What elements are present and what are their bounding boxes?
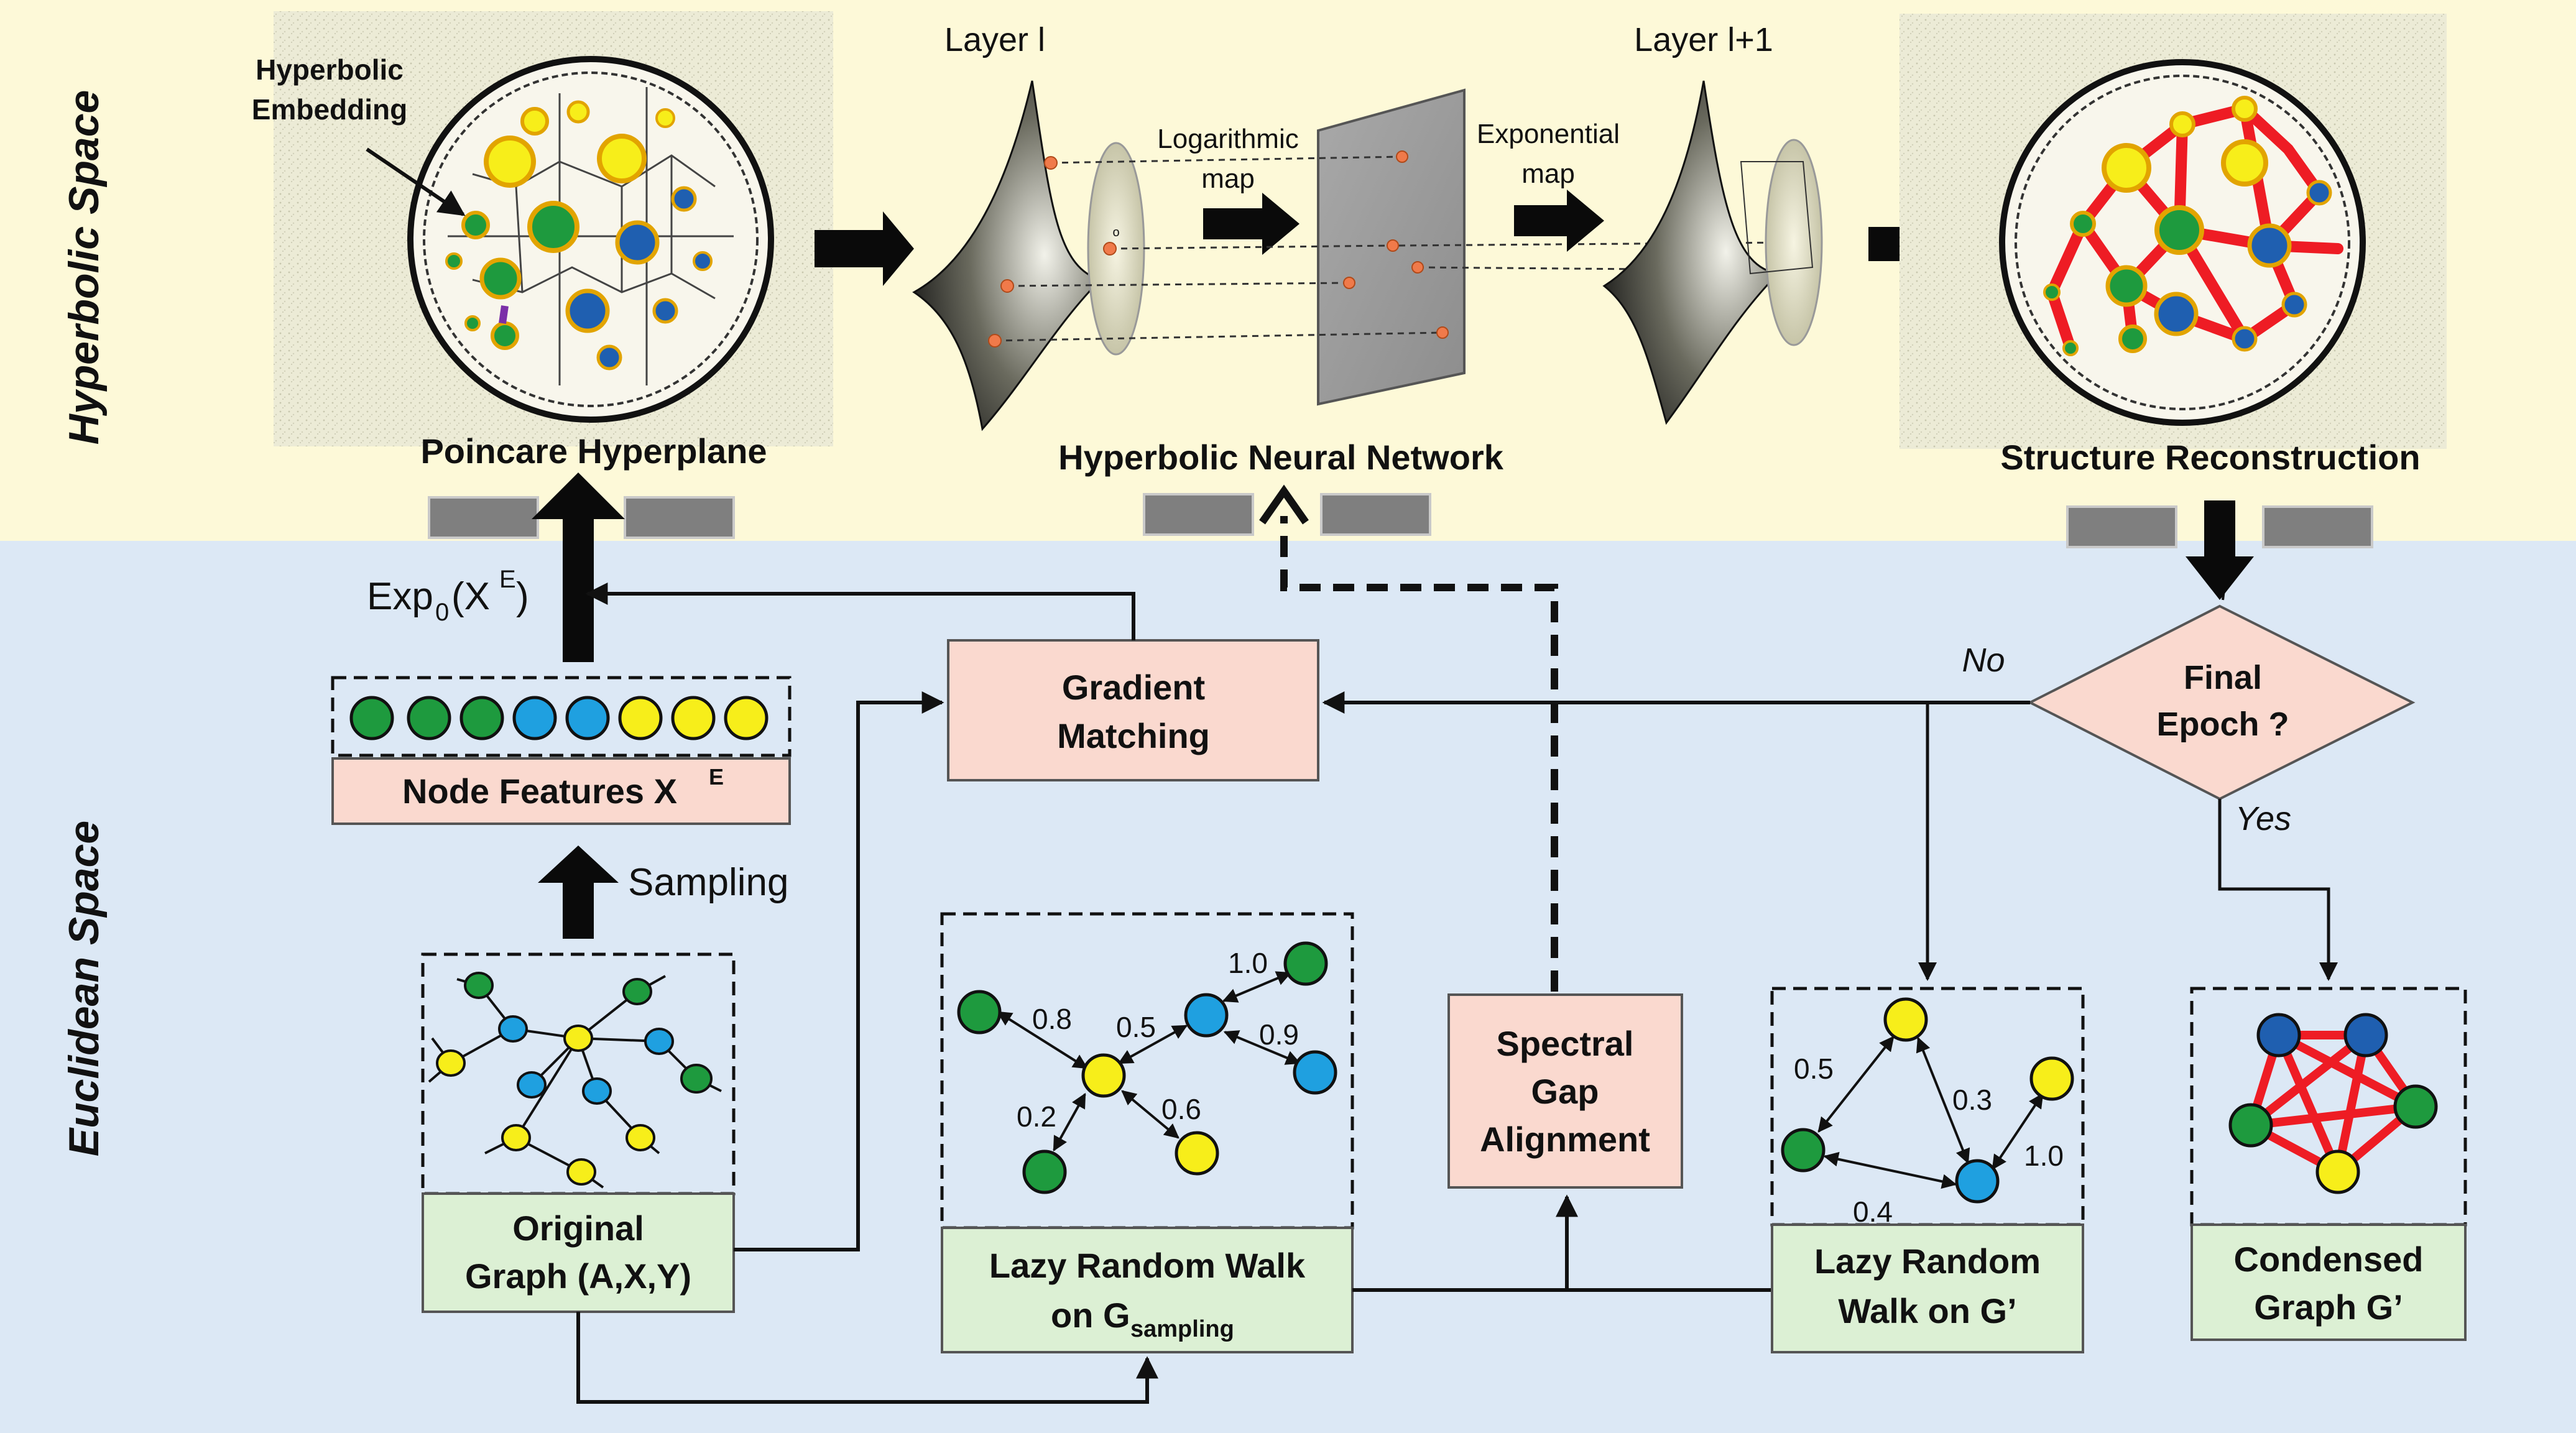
node-features-strip bbox=[331, 676, 792, 757]
weight-1: 1.0 bbox=[1228, 947, 1268, 979]
hnn-panel: Layer l o Logarithmic map bbox=[912, 21, 1823, 477]
original-graph-label-1: Original bbox=[512, 1209, 644, 1248]
g-weight-4: 0.4 bbox=[1853, 1196, 1893, 1228]
node-features-label: Node Features X bbox=[402, 772, 677, 811]
lrw-g-box bbox=[1771, 1223, 2084, 1353]
spectral-gap-box bbox=[1447, 993, 1683, 1189]
lrw-sampling-frame bbox=[940, 912, 1354, 1230]
final-epoch-label-2: Epoch ? bbox=[2157, 706, 2289, 743]
lrw-sampling-edges bbox=[996, 971, 1301, 1152]
lrw-g-weights: 0.5 0.3 1.0 0.4 bbox=[1794, 1053, 2064, 1228]
weight-3: 0.5 bbox=[1116, 1011, 1156, 1043]
exp-map-arrow bbox=[1514, 190, 1604, 252]
sampling-label: Sampling bbox=[628, 861, 788, 904]
final-epoch-label-1: Final bbox=[2184, 659, 2262, 696]
lrw-sampling-weights: 1.0 0.8 0.5 0.9 0.2 0.6 bbox=[1017, 947, 1299, 1133]
log-map-arrow bbox=[1203, 193, 1300, 255]
layer-l-label: Layer l bbox=[944, 21, 1045, 58]
tangent-plane-l1 bbox=[1765, 139, 1823, 346]
g-weight-1: 0.5 bbox=[1794, 1053, 1834, 1085]
weight-6: 0.6 bbox=[1161, 1093, 1201, 1125]
poincare-nodes bbox=[445, 100, 713, 371]
lrw-g-edges bbox=[1817, 1036, 2044, 1189]
lrw-g-label-2: Walk on G’ bbox=[1838, 1291, 2016, 1330]
log-map-label-1: Logarithmic bbox=[1157, 124, 1298, 154]
yes-line bbox=[2218, 799, 2338, 981]
lrw-g-label-1: Lazy Random bbox=[1814, 1242, 2041, 1281]
original-to-lrw-line bbox=[576, 1312, 1158, 1404]
weight-4: 0.9 bbox=[1259, 1018, 1299, 1051]
reconstruction-panel: Structure Reconstruction bbox=[1900, 14, 2447, 477]
condensed-nodes bbox=[2228, 1013, 2438, 1194]
hyperbolic-space-label: Hyperbolic Space bbox=[60, 90, 108, 445]
lrw-sampling-nodes bbox=[957, 941, 1337, 1194]
original-graph-nodes bbox=[436, 972, 713, 1186]
layer-l1-label: Layer l+1 bbox=[1634, 21, 1773, 58]
exp-map-formula: Exp 0 (X E ) bbox=[367, 566, 529, 626]
reconstructed-nodes bbox=[2043, 96, 2332, 356]
spectral-label-1: Spectral bbox=[1497, 1024, 1634, 1063]
log-map-label-2: map bbox=[1201, 164, 1255, 194]
spectral-label-3: Alignment bbox=[1480, 1120, 1650, 1159]
original-graph-label-2: Graph (A,X,Y) bbox=[465, 1256, 691, 1296]
node-features-sup: E bbox=[709, 764, 724, 790]
condensed-box bbox=[2191, 1223, 2467, 1341]
exp-map-label-2: map bbox=[1521, 159, 1575, 189]
condensed-label-1: Condensed bbox=[2234, 1240, 2424, 1279]
hyperbolic-embedding-label-2: Embedding bbox=[252, 93, 407, 126]
hnn-title: Hyperbolic Neural Network bbox=[1058, 438, 1504, 477]
svg-text:0: 0 bbox=[435, 599, 449, 626]
arrow-to-final-epoch bbox=[2186, 500, 2254, 600]
original-graph-box bbox=[422, 1192, 735, 1313]
svg-text:o: o bbox=[1112, 226, 1119, 239]
feature-nodes bbox=[349, 696, 769, 740]
g-weight-2: 0.3 bbox=[1952, 1084, 1992, 1116]
connector-tabs bbox=[428, 493, 2373, 548]
svg-text:Exp: Exp bbox=[367, 575, 433, 618]
no-label: No bbox=[1962, 642, 2005, 679]
gradient-matching-label-1: Gradient bbox=[1062, 668, 1205, 707]
g-weight-3: 1.0 bbox=[2024, 1140, 2064, 1172]
sampling-arrow bbox=[538, 846, 619, 939]
weight-2: 0.8 bbox=[1032, 1003, 1072, 1035]
poincare-title: Poincare Hyperplane bbox=[420, 431, 767, 471]
spectral-dashed-line bbox=[1280, 516, 1558, 992]
lrw-sampling-label-2: on G bbox=[1051, 1296, 1130, 1335]
node-features-box bbox=[331, 757, 791, 825]
lrw-g-nodes bbox=[1781, 997, 2074, 1204]
svg-text:E: E bbox=[499, 566, 516, 593]
lrw-sampling-box bbox=[941, 1227, 1354, 1353]
walks-to-spectral-line bbox=[1352, 1197, 1772, 1292]
reconstruction-title: Structure Reconstruction bbox=[2000, 438, 2420, 477]
arrow-to-hnn bbox=[815, 211, 914, 286]
weight-5: 0.2 bbox=[1017, 1100, 1056, 1133]
euclidean-space-label: Euclidean Space bbox=[60, 821, 108, 1156]
gradient-matching-box bbox=[947, 639, 1319, 781]
condensed-label-2: Graph G’ bbox=[2254, 1288, 2403, 1327]
spectral-dashed-arrowhead bbox=[1259, 484, 1309, 525]
yes-label: Yes bbox=[2235, 800, 2291, 837]
original-to-gradient-line bbox=[734, 691, 944, 1251]
arrow-up-to-poincare bbox=[532, 472, 625, 662]
gradient-matching-label-2: Matching bbox=[1057, 716, 1210, 755]
exp-map-label-1: Exponential bbox=[1477, 119, 1620, 149]
lrw-sampling-sub: sampling bbox=[1130, 1316, 1234, 1342]
svg-text:): ) bbox=[516, 575, 529, 618]
lrw-sampling-label-1: Lazy Random Walk bbox=[989, 1246, 1306, 1285]
hyperbolic-embedding-label-1: Hyperbolic bbox=[256, 53, 404, 86]
poincare-panel: Hyperbolic Embedding Poincare Hyperplane bbox=[252, 11, 833, 471]
spectral-label-2: Gap bbox=[1531, 1072, 1599, 1111]
gradient-to-exp-line bbox=[585, 583, 1135, 640]
svg-text:(X: (X bbox=[451, 575, 490, 618]
